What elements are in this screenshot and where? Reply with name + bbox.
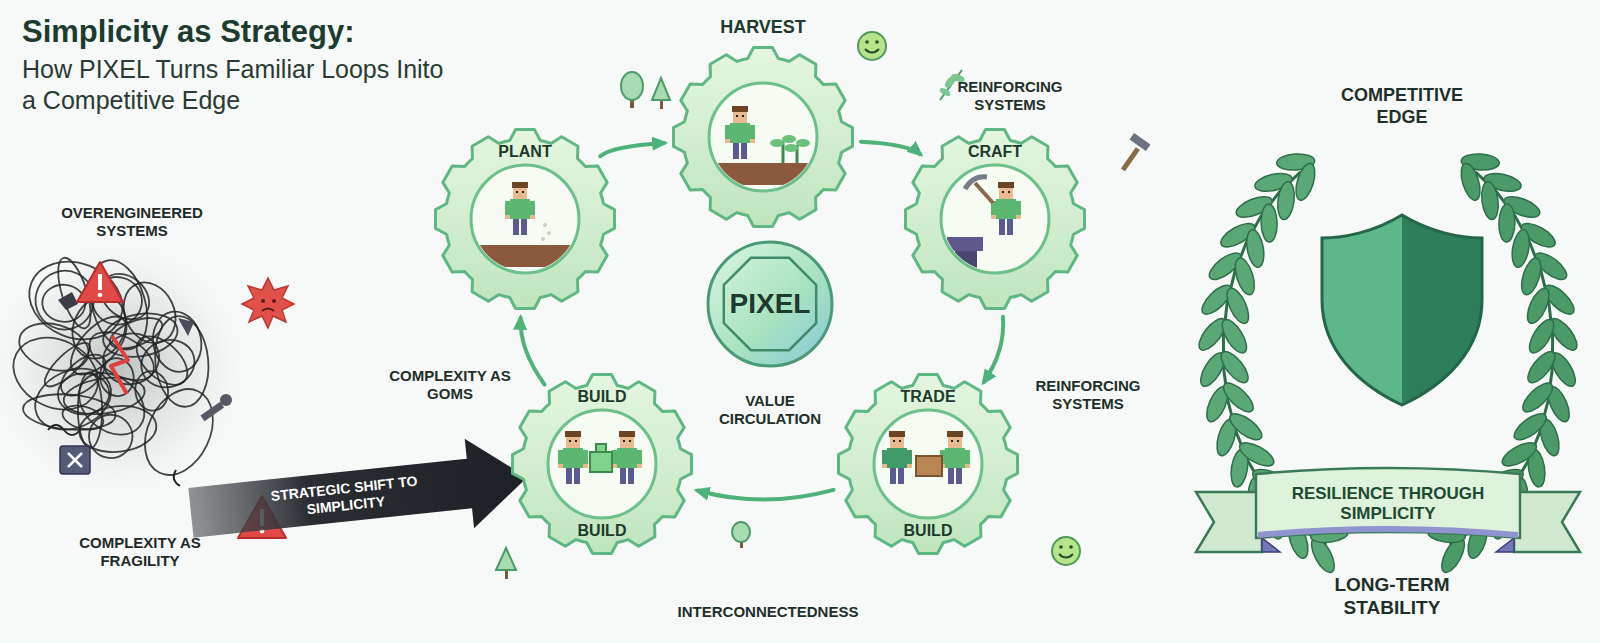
ribbon-label: RESILIENCE THROUGH SIMPLICITY [1263,484,1513,525]
annotation: REINFORCING SYSTEMS [935,78,1085,114]
annotation: VALUE CIRCULATION [695,392,845,428]
cycle-arrow [600,143,664,156]
hammer [1121,133,1151,171]
smiley [858,32,886,60]
annotation: COMPETITIVE EDGE [1327,85,1477,128]
annotation: LONG-TERM STABILITY [1307,574,1477,620]
tree [652,78,670,109]
gear-node: HARVEST [671,45,855,229]
gear-label: TRADE [900,389,955,405]
annotation: REINFORCING SYSTEMS [1013,377,1163,413]
fog [0,243,243,493]
cycle-arrow [984,317,1003,383]
annotation: COMPLEXITY AS FRAGILITY [40,534,240,570]
coin-label: PIXEL [730,290,811,318]
squiggle [48,425,80,435]
shard [58,292,78,310]
gear-node: CRAFT [903,127,1087,311]
annotation: OVERENGINEERED SYSTEMS [32,204,232,240]
cycle-arrow [697,490,833,500]
gear-label: HARVEST [720,18,806,36]
annotation: COMPLEXITY AS GOMS [385,367,515,403]
gear-node: BUILD BUILD [510,372,694,556]
tree [621,72,643,108]
tangle [1,248,226,486]
angry-splat [242,278,294,328]
squiggle [174,470,180,486]
gear-label: BUILD [578,389,627,405]
error-box [60,446,90,474]
gear-shape [671,45,855,229]
gear-label: BUILD [578,523,627,539]
arrow-label: STRATEGIC SHIFT TO SIMPLICITY [249,470,441,523]
smiley [1052,537,1080,565]
annotation: INTERCONNECTEDNESS [638,603,898,621]
warning-sign [77,262,123,302]
gear-node: PLANT [433,127,617,311]
coin-node: PIXEL [706,240,834,368]
shield [1322,215,1482,405]
cycle-arrow [861,142,920,155]
laurel-wreath [1194,153,1581,576]
subtitle: How PIXEL Turns Familiar Loops Inito a C… [22,54,462,115]
gear-label: CRAFT [968,144,1022,160]
cycle-arrow [521,318,545,385]
gear-label: BUILD [904,523,953,539]
tree [732,522,750,548]
ribbon [1196,468,1580,552]
tree [496,548,516,579]
wrench [200,394,232,421]
lightning [111,336,128,394]
shift-arrow [186,433,532,558]
gear-node: TRADE BUILD [836,372,1020,556]
gear-label: PLANT [498,144,551,160]
title: Simplicity as Strategy: [22,14,355,50]
shard [178,318,194,336]
